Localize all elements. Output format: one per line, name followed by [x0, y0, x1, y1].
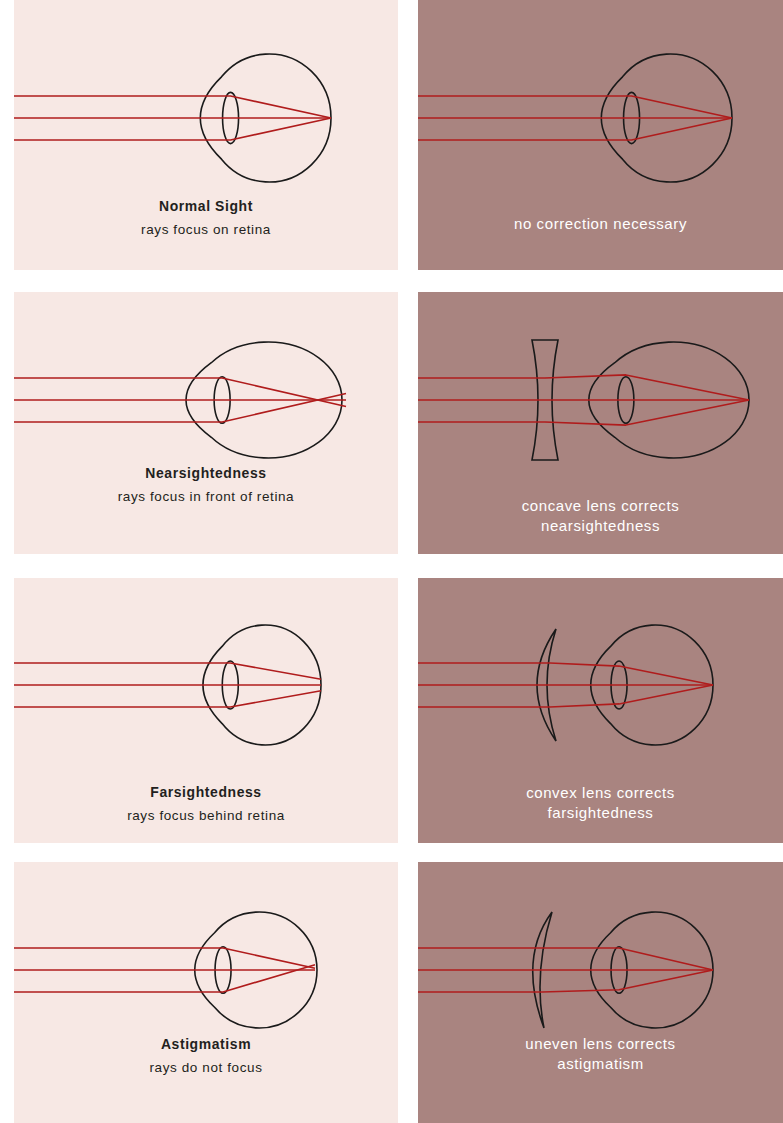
light-ray	[418, 117, 732, 119]
light-ray	[14, 969, 315, 971]
light-ray	[418, 970, 713, 992]
condition-description: rays focus on retina	[14, 220, 398, 239]
condition-title: Nearsightedness	[14, 464, 398, 483]
light-ray	[418, 684, 713, 686]
condition-title: Normal Sight	[14, 197, 398, 216]
condition-title: Astigmatism	[14, 1035, 398, 1054]
condition-description: rays do not focus	[14, 1058, 398, 1077]
light-ray	[14, 965, 315, 992]
correction-note: uneven lens corrects astigmatism	[481, 1034, 721, 1074]
light-ray	[418, 400, 749, 425]
condition-description: rays focus behind retina	[14, 806, 398, 825]
correction-note: no correction necessary	[481, 214, 721, 234]
light-ray	[418, 399, 749, 401]
correction-note: convex lens corrects farsightedness	[481, 783, 721, 823]
light-ray	[418, 375, 749, 400]
light-ray	[14, 684, 321, 686]
correction-note: concave lens corrects nearsightedness	[481, 496, 721, 536]
eye-illustration	[418, 578, 783, 843]
caption-block: concave lens corrects nearsightedness	[418, 496, 783, 536]
light-ray	[14, 378, 346, 406]
eye-illustration	[418, 292, 783, 554]
caption-block: Nearsightedness rays focus in front of re…	[14, 464, 398, 506]
condition-title: Farsightedness	[14, 783, 398, 802]
correction-panel: convex lens corrects farsightedness	[418, 578, 783, 843]
light-ray	[14, 96, 331, 118]
caption-block: uneven lens corrects astigmatism	[418, 1034, 783, 1074]
light-ray	[418, 969, 713, 971]
light-ray	[418, 948, 713, 970]
light-ray	[14, 118, 331, 140]
light-ray	[418, 118, 732, 140]
caption-block: Normal Sight rays focus on retina	[14, 197, 398, 239]
caption-block: no correction necessary	[418, 214, 783, 234]
eye-illustration	[418, 862, 783, 1123]
light-ray	[14, 691, 321, 707]
condition-panel: Astigmatism rays do not focus	[14, 862, 398, 1123]
correction-panel: no correction necessary	[418, 0, 783, 270]
correction-panel: concave lens corrects nearsightedness	[418, 292, 783, 554]
light-ray	[14, 399, 346, 401]
light-ray	[418, 685, 713, 707]
caption-block: convex lens corrects farsightedness	[418, 783, 783, 823]
eye-illustration	[14, 292, 398, 554]
eye-illustration	[14, 578, 398, 843]
condition-panel: Normal Sight rays focus on retina	[14, 0, 398, 270]
light-ray	[418, 663, 713, 685]
condition-panel: Farsightedness rays focus behind retina	[14, 578, 398, 843]
caption-block: Astigmatism rays do not focus	[14, 1035, 398, 1077]
light-ray	[14, 663, 321, 679]
caption-block: Farsightedness rays focus behind retina	[14, 783, 398, 825]
eye-illustration	[14, 862, 398, 1123]
light-ray	[418, 96, 732, 118]
light-ray	[14, 394, 346, 422]
light-ray	[14, 948, 315, 968]
light-ray	[14, 117, 331, 119]
condition-panel: Nearsightedness rays focus in front of re…	[14, 292, 398, 554]
condition-description: rays focus in front of retina	[14, 487, 398, 506]
correction-panel: uneven lens corrects astigmatism	[418, 862, 783, 1123]
